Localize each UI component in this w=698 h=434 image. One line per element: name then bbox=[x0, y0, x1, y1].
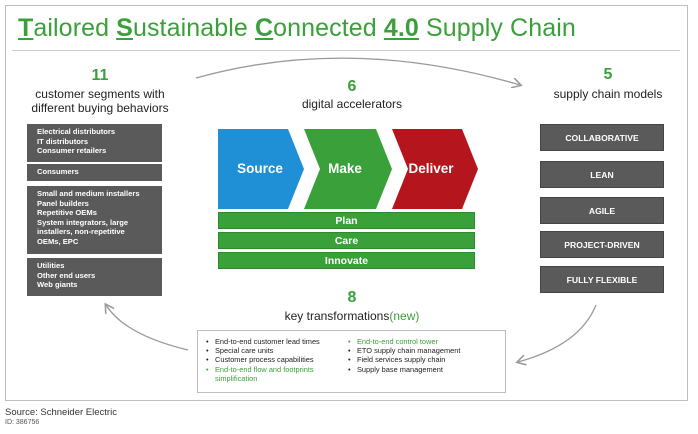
accelerators-label: digital accelerators bbox=[301, 97, 403, 111]
accelerators-count: 6 bbox=[347, 78, 357, 95]
bar-plan: Plan bbox=[218, 212, 475, 229]
title-part: C bbox=[254, 14, 274, 42]
title-part: onnected bbox=[273, 14, 384, 42]
segment-item: Panel builders bbox=[37, 198, 89, 208]
transformation-item: Customer process capabilities bbox=[206, 355, 346, 364]
model-collaborative: COLLABORATIVE bbox=[540, 124, 664, 151]
chevron-source-label: Source bbox=[237, 161, 283, 176]
transformation-item: End-to-end customer lead times bbox=[206, 337, 346, 346]
title-part: 4.0 bbox=[383, 14, 419, 42]
image-id: ID: 386756 bbox=[5, 419, 40, 426]
segment-item: Small and medium installers bbox=[37, 189, 140, 198]
bar-care: Care bbox=[218, 232, 475, 249]
segment-item: Repetitive OEMs bbox=[37, 208, 97, 218]
title-part: T bbox=[18, 14, 34, 42]
segment-item: Utilities bbox=[37, 261, 65, 270]
model-project-driven: PROJECT-DRIVEN bbox=[540, 231, 664, 258]
model-fully-flexible: FULLY FLEXIBLE bbox=[540, 266, 664, 293]
segment-item: Electrical distributors bbox=[37, 127, 116, 136]
transformation-item: Field services supply chain bbox=[348, 355, 503, 364]
chevron-make-label: Make bbox=[328, 161, 362, 176]
bar-innovate: Innovate bbox=[218, 252, 475, 269]
segment-group: Consumers bbox=[27, 164, 162, 181]
transformation-item: End-to-end control tower bbox=[348, 337, 503, 346]
make-chevron bbox=[304, 129, 392, 209]
title-part: ailored bbox=[33, 14, 117, 42]
segment-item: OEMs, EPC bbox=[37, 236, 79, 246]
models-count: 5 bbox=[603, 66, 613, 83]
transformations-box: End-to-end customer lead timesSpecial ca… bbox=[197, 330, 506, 393]
model-agile: AGILE bbox=[540, 197, 664, 224]
deliver-chevron bbox=[392, 129, 478, 209]
segment-item: Consumer retailers bbox=[37, 146, 107, 156]
transformations-count: 8 bbox=[347, 289, 357, 306]
source-note: Source: Schneider Electric bbox=[5, 407, 117, 418]
process-chevrons bbox=[218, 129, 478, 209]
title-part: S bbox=[116, 14, 133, 42]
source-chevron bbox=[218, 129, 304, 209]
transformations-label-new: (new) bbox=[389, 309, 420, 323]
transformation-item: Supply base management bbox=[348, 365, 503, 374]
segments-label-line2: different buying behaviors bbox=[31, 101, 169, 115]
transformation-item: End-to-end flow and footprints simplific… bbox=[206, 365, 346, 383]
segment-item: System integrators, large bbox=[37, 217, 129, 227]
transformations-label-text: key transformations bbox=[284, 309, 390, 323]
page-title: Tailored Sustainable Connected 4.0 Suppl… bbox=[18, 14, 576, 43]
segment-item: Consumers bbox=[37, 167, 79, 176]
segment-item: IT distributors bbox=[37, 136, 89, 146]
segments-label-line1: customer segments with bbox=[35, 87, 165, 101]
segment-item: installers, non-repetitive bbox=[37, 227, 125, 237]
transformations-left-list: End-to-end customer lead timesSpecial ca… bbox=[206, 337, 346, 383]
transformations-label: key transformations(new) bbox=[247, 309, 457, 323]
model-lean: LEAN bbox=[540, 161, 664, 188]
transformations-right-list: End-to-end control towerETO supply chain… bbox=[348, 337, 503, 374]
title-part: Supply Chain bbox=[418, 14, 576, 42]
segment-item: Web giants bbox=[37, 280, 78, 290]
segments-label: customer segments with different buying … bbox=[15, 87, 185, 115]
transformation-item: ETO supply chain management bbox=[348, 346, 503, 355]
title-part: ustainable bbox=[132, 14, 255, 42]
models-label: supply chain models bbox=[553, 87, 663, 101]
segments-count: 11 bbox=[91, 67, 109, 84]
segment-item: Other end users bbox=[37, 270, 96, 280]
transformation-item: Special care units bbox=[206, 346, 346, 355]
chevron-deliver-label: Deliver bbox=[408, 161, 454, 176]
title-divider bbox=[12, 50, 680, 51]
